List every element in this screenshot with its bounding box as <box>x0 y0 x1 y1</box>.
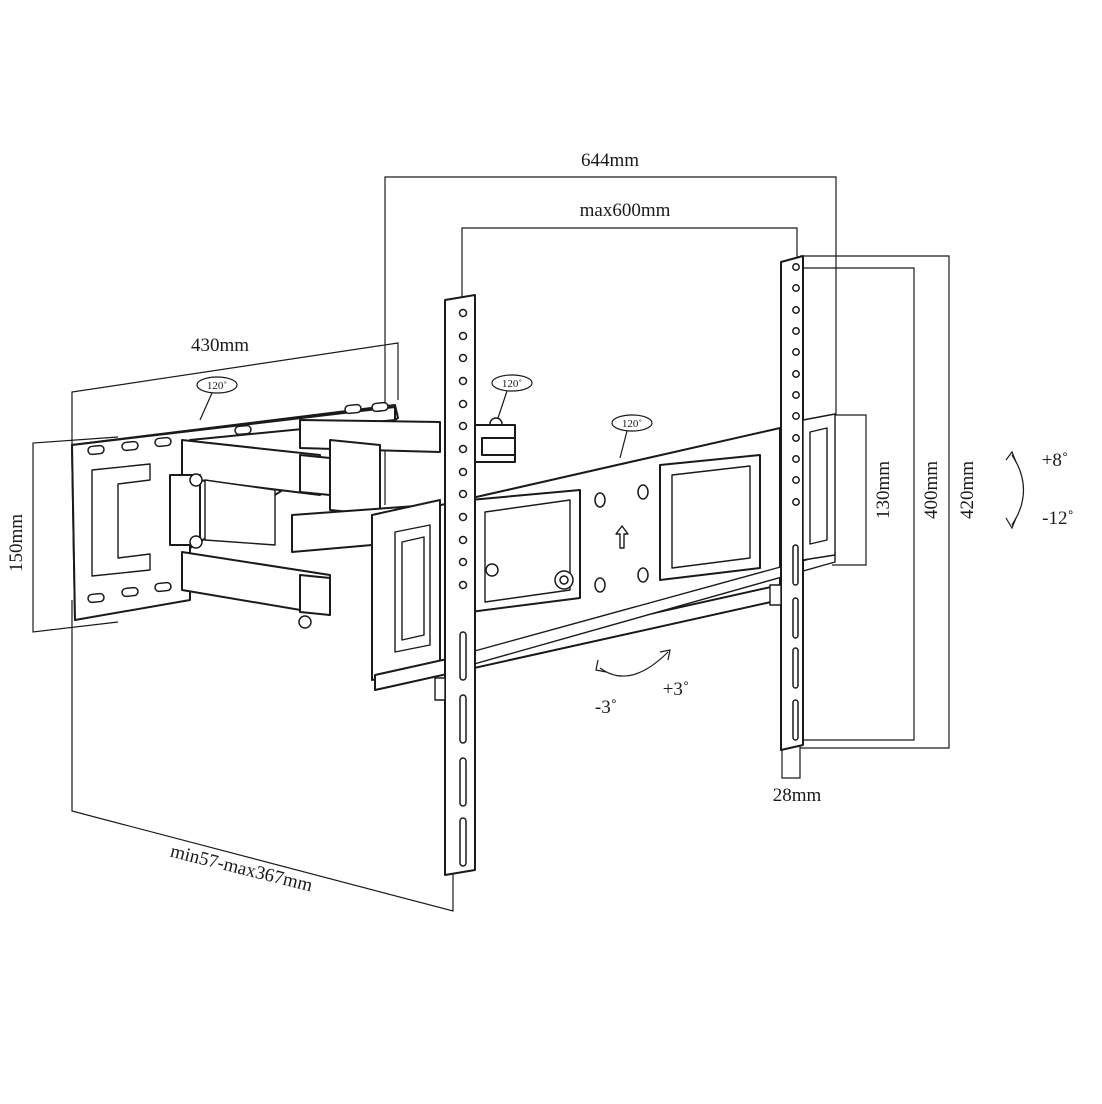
dim-130-label: 130mm <box>873 461 894 519</box>
angle-labels: 120˚ 120˚ 120˚ +8˚ -12˚ -3˚ +3˚ <box>207 378 1074 718</box>
level-plus-label: +3˚ <box>663 679 690 700</box>
level-arrow-left-icon <box>595 659 607 673</box>
tilt-up-label: +8˚ <box>1042 450 1069 471</box>
dim-150-line <box>32 436 119 633</box>
swivel-wall-label: 120˚ <box>207 380 227 392</box>
swivel-wall-badge <box>196 376 238 394</box>
dim-extension-line <box>71 600 454 912</box>
level-minus-label: -3˚ <box>595 697 617 718</box>
left-vertical-rail <box>434 294 476 876</box>
level-arrow-right-icon <box>659 649 671 661</box>
dimension-lines <box>32 176 950 912</box>
swivel-arms <box>169 417 516 629</box>
dim-420-label: 420mm <box>957 461 978 519</box>
dim-150-label: 150mm <box>6 514 27 572</box>
dim-644-label: 644mm <box>581 150 639 171</box>
swivel-middle-label: 120˚ <box>502 378 522 390</box>
tilt-arrow-up-icon <box>1005 450 1017 463</box>
dim-600-label: max600mm <box>580 200 671 221</box>
dim-28-line <box>781 740 801 779</box>
dim-400-label: 400mm <box>921 461 942 519</box>
dim-644-line <box>384 176 837 505</box>
tv-plate <box>371 427 836 691</box>
dim-130-line <box>832 414 867 566</box>
dim-430-label: 430mm <box>191 335 249 356</box>
dim-28-label: 28mm <box>773 785 822 806</box>
dim-430-line <box>71 342 399 445</box>
swivel-plate-label: 120˚ <box>622 418 642 430</box>
swivel-middle-badge <box>491 374 533 392</box>
rotation-arrows <box>196 374 1024 677</box>
up-arrow-icon <box>615 525 629 549</box>
right-vertical-rail <box>769 255 836 751</box>
swivel-plate-badge <box>611 414 653 432</box>
dim-600-line <box>461 227 798 300</box>
dim-420-line <box>800 255 950 749</box>
tilt-arrow-down-icon <box>1005 517 1017 530</box>
dim-400-line <box>800 267 915 741</box>
tilt-arc <box>1011 454 1024 526</box>
tilt-down-label: -12˚ <box>1042 508 1074 529</box>
level-arc <box>599 651 669 677</box>
